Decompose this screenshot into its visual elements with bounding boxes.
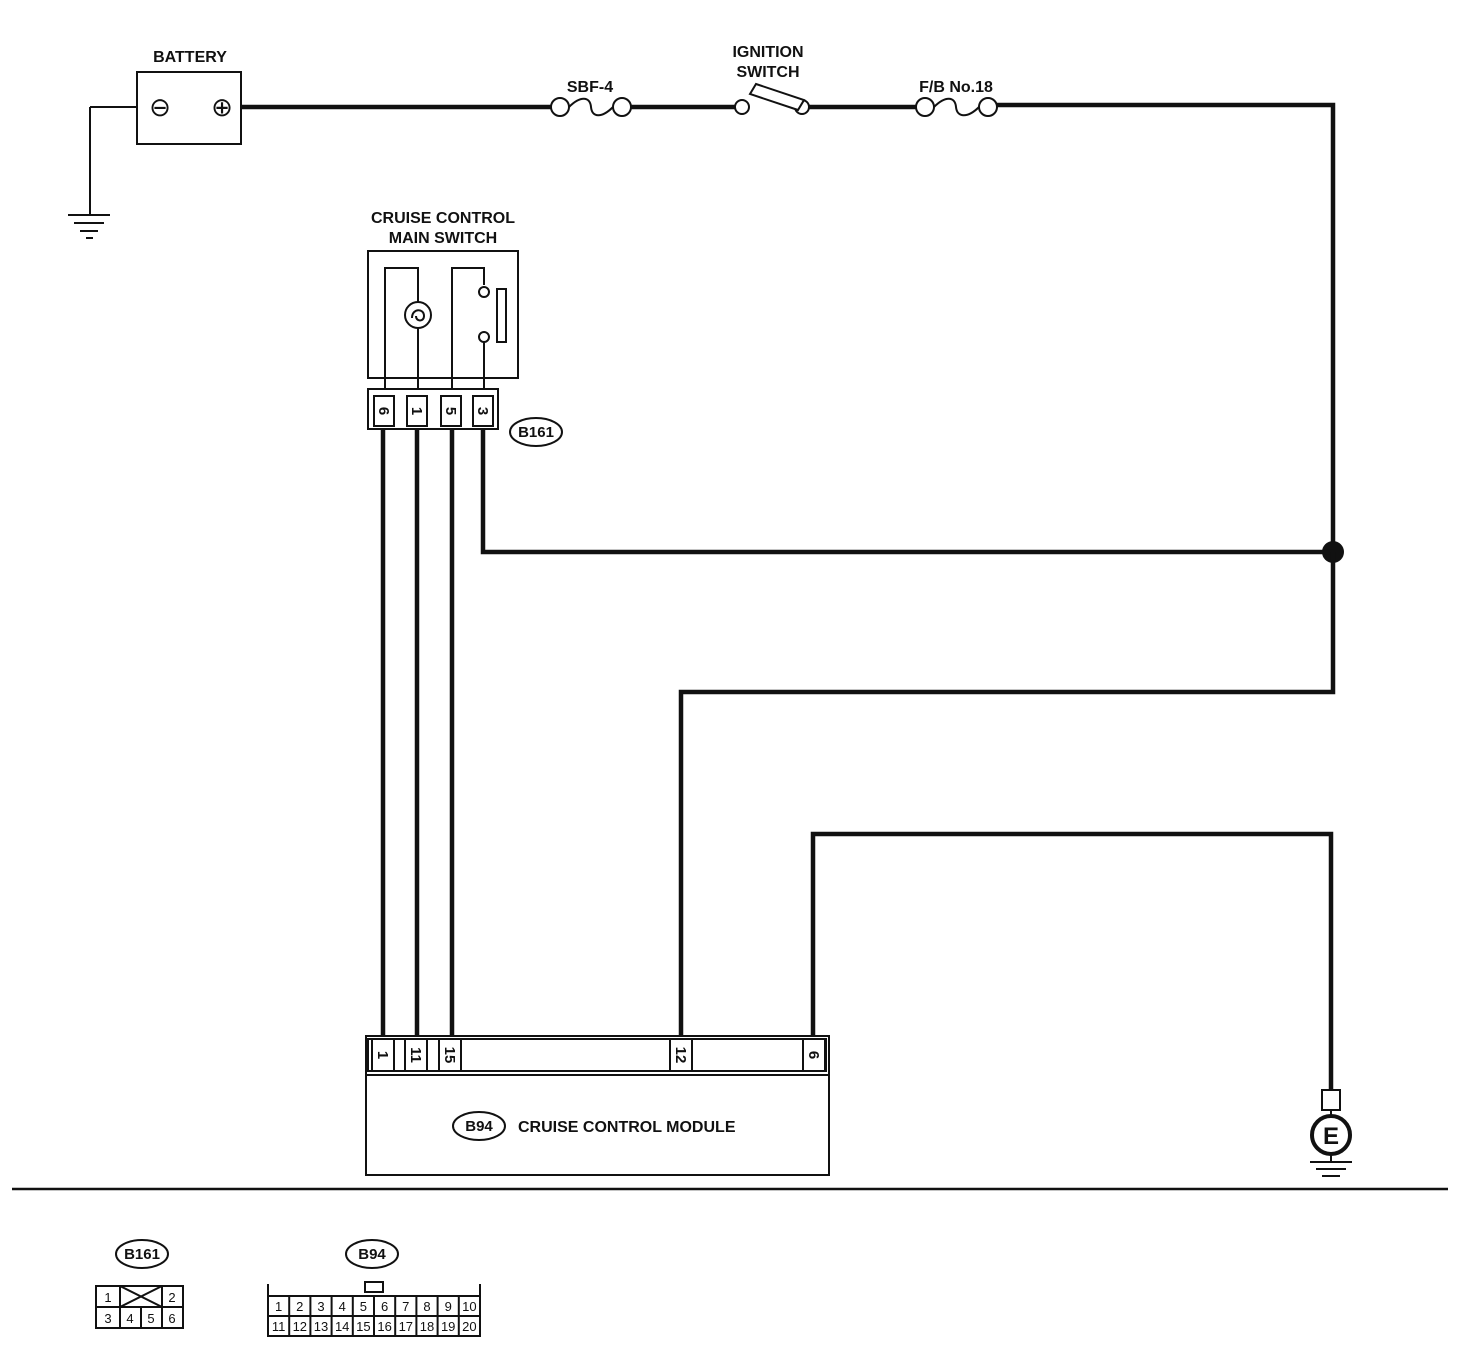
- b94-view-pin: 10: [462, 1299, 476, 1314]
- b94-view-pin: 15: [356, 1319, 370, 1334]
- indicator-lamp-icon: [404, 301, 432, 329]
- b161-view-pin: 3: [104, 1311, 111, 1326]
- fuse-fb-18-label: F/B No.18: [919, 79, 993, 96]
- b94-view-pin: 18: [420, 1319, 434, 1334]
- cruise-main-switch: CRUISE CONTROL MAIN SWITCH: [367, 210, 519, 393]
- b94-view-pin: 13: [314, 1319, 328, 1334]
- connector-view-b161: B161 1 2 3 4 5 6: [95, 1239, 184, 1329]
- b94-view-pin: 7: [402, 1299, 409, 1314]
- b94-pin-cell: [802, 1038, 826, 1072]
- b94-pin: 11: [407, 1047, 424, 1063]
- b94-view-pin: 11: [272, 1319, 286, 1334]
- fuse-sbf-4: SBF-4: [550, 79, 632, 117]
- b161-pin-cell: [440, 395, 462, 427]
- battery: BATTERY ⊖ ⊕: [136, 49, 242, 145]
- b161-pin: 6: [375, 407, 392, 415]
- b94-pin: 15: [441, 1047, 458, 1064]
- battery-ground-symbol: [68, 107, 110, 239]
- battery-positive-icon: ⊕: [211, 92, 233, 122]
- wire-supply-right: [997, 102, 1336, 552]
- wire-junction-to-b94-12: [678, 552, 1336, 1036]
- b161-pin: 3: [474, 407, 491, 415]
- b94-view-pin: 14: [335, 1319, 349, 1334]
- b161-view-pin: 4: [126, 1311, 133, 1326]
- ground-e-label: E: [1323, 1123, 1339, 1150]
- b161-pin-cell: [406, 395, 428, 427]
- b94-view-pin: 9: [445, 1299, 452, 1314]
- b161-view-pin: 6: [168, 1311, 175, 1326]
- b94-view-pin: 16: [377, 1319, 391, 1334]
- b161-pin-cell: [373, 395, 395, 427]
- b161-pin: 1: [408, 407, 425, 415]
- b94-pin: 6: [805, 1051, 822, 1059]
- b94-pin-cell: [438, 1038, 462, 1072]
- b94-view-pin: 20: [462, 1319, 476, 1334]
- b94-pin: 1: [374, 1051, 391, 1059]
- b161-view-pin: 1: [104, 1290, 111, 1305]
- b161-badge-label: B161: [518, 424, 554, 441]
- fuse-fb-18: F/B No.18: [915, 79, 998, 117]
- battery-negative-icon: ⊖: [149, 92, 171, 122]
- b94-badge-label: B94: [465, 1118, 493, 1135]
- b94-view-pin: 2: [296, 1299, 303, 1314]
- b161-view-pin: 5: [147, 1311, 154, 1326]
- b161-pin-cell: [472, 395, 494, 427]
- b161-view-pin: 2: [168, 1290, 175, 1305]
- fuse-sbf-4-label: SBF-4: [567, 79, 613, 96]
- chassis-ground-e: E: [1310, 1089, 1352, 1177]
- b161-pin: 5: [442, 407, 459, 415]
- b94-badge: [452, 1111, 506, 1141]
- connector-view-b94-label: B94: [358, 1246, 386, 1263]
- ignition-label-1: IGNITION: [732, 44, 803, 61]
- connector-view-b161-label: B161: [124, 1246, 160, 1263]
- b94-view-pin: 6: [381, 1299, 388, 1314]
- switch-button-icon: [496, 288, 507, 343]
- main-switch-label-1: CRUISE CONTROL: [371, 210, 515, 227]
- b94-pin-cell: [404, 1038, 428, 1072]
- connector-b161: 6 1 5 3 B161: [367, 388, 563, 447]
- b94-view-pin: 12: [293, 1319, 307, 1334]
- battery-label: BATTERY: [153, 49, 227, 66]
- b94-pin: 12: [672, 1047, 689, 1064]
- module-label: CRUISE CONTROL MODULE: [518, 1119, 736, 1136]
- b94-view-pin: 19: [441, 1319, 455, 1334]
- b94-view-pin: 4: [339, 1299, 346, 1314]
- main-switch-label-2: MAIN SWITCH: [389, 230, 497, 247]
- b94-view-pin: 1: [275, 1299, 282, 1314]
- b161-badge: [509, 417, 563, 447]
- wire-b94-6-to-ground: [810, 831, 1334, 1090]
- b94-view-pin: 5: [360, 1299, 367, 1314]
- b94-pin-cell: [371, 1038, 395, 1072]
- ignition-label-2: SWITCH: [736, 64, 799, 81]
- wire-junction-to-b161-3: [480, 430, 1333, 555]
- b94-view-pin: 17: [399, 1319, 413, 1334]
- b94-view-pin: 3: [317, 1299, 324, 1314]
- b94-pin-cell: [669, 1038, 693, 1072]
- ignition-switch: IGNITION SWITCH: [732, 44, 810, 115]
- b94-view-pin: 8: [423, 1299, 430, 1314]
